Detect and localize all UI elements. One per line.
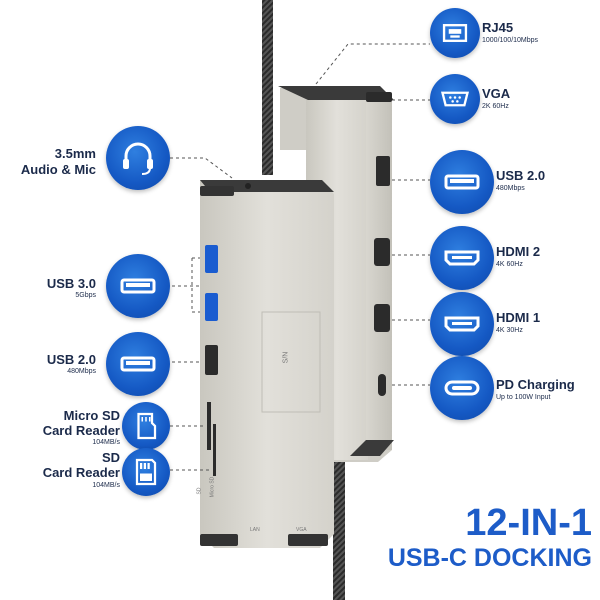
sd-slot — [213, 424, 216, 476]
usb-c-icon — [430, 356, 494, 420]
headline-line1: 12-IN-1 — [465, 502, 592, 544]
usb3-port-2 — [205, 293, 218, 321]
ethernet-icon — [430, 8, 480, 58]
pd-sub: Up to 100W Input — [496, 394, 551, 401]
sd-title-line2: Card Reader — [42, 465, 120, 480]
hdmi1-title: HDMI 1 — [496, 310, 541, 325]
usb-icon — [430, 150, 494, 214]
hdmi2-title: HDMI 2 — [496, 244, 541, 259]
vga-icon — [430, 74, 480, 124]
hdmi-icon — [430, 226, 494, 290]
sd-sub: 104MB/s — [92, 482, 120, 489]
usb-c-pd-port — [378, 374, 386, 396]
hdmi1-port — [374, 304, 390, 332]
usb20-right-sub: 480Mbps — [496, 185, 525, 192]
hdmi-icon — [430, 292, 494, 356]
front-hub-unit — [200, 180, 334, 548]
sd-label: SD — [196, 487, 203, 495]
audio-jack — [245, 183, 251, 189]
micro-sd-label: Micro SD — [209, 476, 216, 498]
headline-line2: USB-C DOCKING — [387, 544, 592, 572]
sd-card-icon — [122, 448, 170, 496]
usb20-left-title: USB 2.0 — [46, 352, 96, 367]
rj45-sub: 1000/100/10Mbps — [482, 37, 539, 44]
lan-label: LAN — [250, 527, 260, 533]
leader-lines — [170, 43, 430, 471]
hdmi1-sub: 4K 30Hz — [496, 327, 523, 334]
hdmi2-sub: 4K 60Hz — [496, 261, 523, 268]
vga-label: VGA — [296, 527, 307, 533]
audio-title-line1: 3.5mm — [54, 146, 96, 161]
usb-icon — [106, 332, 170, 396]
audio-title-line2: Audio & Mic — [20, 162, 96, 177]
usb30-title: USB 3.0 — [46, 276, 96, 291]
vga-sub: 2K 60Hz — [482, 103, 509, 110]
microsd-title-line1: Micro SD — [63, 408, 120, 423]
microsd-icon — [122, 402, 170, 450]
hdmi2-port — [374, 238, 390, 266]
usb20-right-title: USB 2.0 — [496, 168, 546, 183]
usb-icon — [106, 254, 170, 318]
microsd-title-line2: Card Reader — [42, 423, 120, 438]
top-cable — [262, 0, 273, 175]
rj45-title: RJ45 — [482, 20, 514, 35]
usb2-port-right — [376, 156, 390, 186]
microsd-sub: 104MB/s — [92, 439, 120, 446]
pd-title: PD Charging — [496, 377, 575, 392]
usb3-port-1 — [205, 245, 218, 273]
bottom-cable — [333, 455, 345, 600]
sn-label: S/N — [282, 351, 290, 364]
sd-title-line1: SD — [101, 450, 120, 465]
usb2-port-left — [205, 345, 218, 375]
headset-icon — [106, 126, 170, 190]
microsd-slot — [207, 402, 211, 450]
usb20-left-sub: 480Mbps — [67, 368, 96, 375]
usb30-sub: 5Gbps — [75, 292, 96, 299]
vga-title: VGA — [482, 86, 511, 101]
